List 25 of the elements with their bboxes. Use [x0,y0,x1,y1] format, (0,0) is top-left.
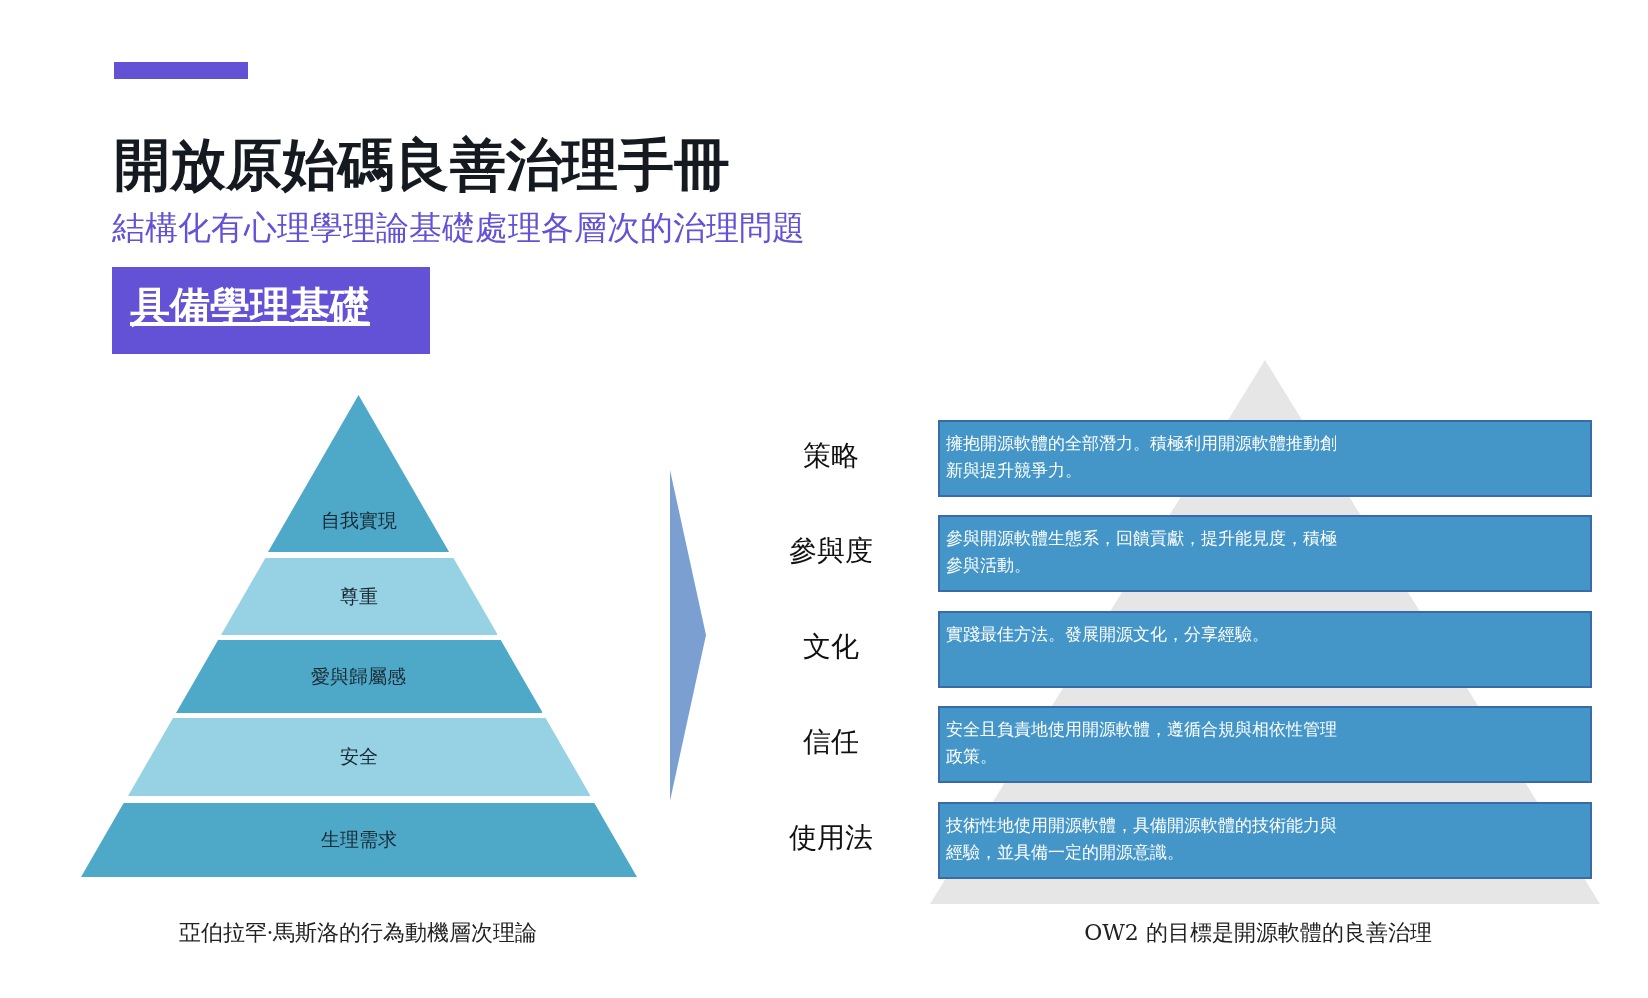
title: 開放原始碼良善治理手冊 [114,131,730,199]
subtitle: 結構化有心理學理論基礎處理各層次的治理問題 [112,207,805,249]
level-box: 技術性地使用開源軟體，具備開源軟體的技術能力與經驗，並具備一定的開源意識。 [938,802,1592,879]
pyramid-layer [220,558,498,635]
level-box: 實踐最佳方法。發展開源文化，分享經驗。 [938,611,1592,688]
layer-label: 愛與歸屬感 [311,663,407,689]
level-box: 參與開源軟體生態系，回饋貢獻，提升能見度，積極參與活動。 [938,515,1592,592]
pyramid-layer [175,640,543,713]
side-label: 使用法 [788,820,874,856]
side-label: 信任 [802,724,860,760]
level-box: 安全且負責地使用開源軟體，遵循合規與相依性管理政策。 [938,706,1592,783]
heading-tag: 具備學理基礎 [112,267,430,354]
layer-label: 安全 [340,744,378,769]
layer-label: 生理需求 [321,827,397,852]
side-label: 策略 [802,438,860,474]
pyramid-layer [81,803,637,877]
pyramid-layer [268,395,450,552]
caption: 亞伯拉罕·馬斯洛的行為動機層次理論 [178,919,538,947]
pyramid-layer [127,718,591,796]
side-label: 文化 [802,629,860,665]
caption: OW2 的目標是開源軟體的良善治理 [1084,919,1432,947]
layer-label: 尊重 [340,583,378,609]
layer-label: 自我實現 [321,508,397,533]
level-box: 擁抱開源軟體的全部潛力。積極利用開源軟體推動創新與提升競爭力。 [938,420,1592,497]
side-label: 參與度 [788,533,874,569]
